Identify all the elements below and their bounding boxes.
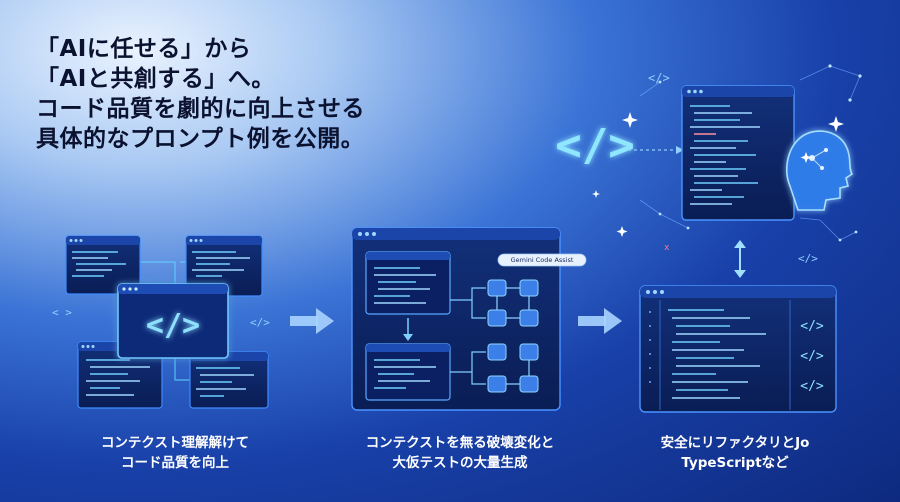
editor-gutter-dots (649, 311, 651, 383)
step2-caption: コンテクストを無る破壊変化と 大仮テストの大量生成 (340, 433, 580, 473)
step1-caption: コンテクスト理解解けて コード品質を向上 (75, 433, 275, 473)
gemini-badge-label: Gemini Code Assist (510, 256, 574, 264)
sparkle-icons (592, 112, 844, 237)
right-arrow-icon-2 (578, 308, 622, 334)
step3-caption-line1: 安全にリファクタリとJo (660, 435, 810, 451)
headline-line-2: 「AIと共創する」へ。 (36, 66, 275, 92)
step2-caption-line1: コンテクストを無る破壊変化と (365, 435, 555, 451)
right-arrow-icon-1 (290, 308, 334, 334)
step3-caption-line2: TypeScriptなど (681, 455, 789, 471)
code-icon-2: </> (800, 349, 824, 364)
headline: 「AIに任せる」から 「AIと共創する」へ。 コード品質を劇的に向上させる 具体… (36, 34, 456, 154)
ai-collaboration-illustration: </> </> x </> (555, 64, 862, 265)
code-window-bottom-right (189, 351, 269, 409)
small-chevron-icon: < > (52, 306, 72, 319)
central-code-window: </> (117, 283, 229, 359)
step2-illustration (351, 227, 587, 411)
step1-caption-line1: コンテクスト理解解けて (100, 435, 250, 451)
step1-caption-line2: コード品質を向上 (121, 455, 229, 471)
code-icon-3: </> (800, 379, 824, 394)
step3-illustration: </> </> </> (639, 285, 837, 413)
code-glyph-icon: </> (146, 308, 200, 343)
constellation-dots (658, 64, 862, 242)
flow-blocks (487, 279, 539, 393)
code-window-top-right (185, 235, 263, 297)
code-icon-1: </> (800, 319, 824, 334)
step3-caption: 安全にリファクタリとJo TypeScriptなど (640, 433, 830, 473)
gemini-badge (497, 253, 587, 267)
step2-caption-line2: 大仮テストの大量生成 (392, 455, 528, 471)
headline-line-1: 「AIに任せる」から (36, 36, 252, 62)
small-code-icon: </> (250, 316, 270, 329)
large-code-glyph-icon: </> (555, 120, 634, 171)
double-arrow-icon (734, 240, 746, 278)
step1-illustration: </> < > </> (52, 235, 270, 409)
headline-line-3: コード品質を劇的に向上させる (36, 96, 365, 122)
small-x-icon: x (664, 243, 670, 253)
small-code-icon-right: </> (798, 252, 818, 265)
constellation-lines (639, 65, 861, 241)
small-code-icon-top: </> (648, 71, 670, 85)
headline-line-4: 具体的なプロンプト例を公開。 (36, 126, 365, 152)
code-window-top-left (65, 235, 141, 295)
ai-head-icon (786, 130, 854, 211)
